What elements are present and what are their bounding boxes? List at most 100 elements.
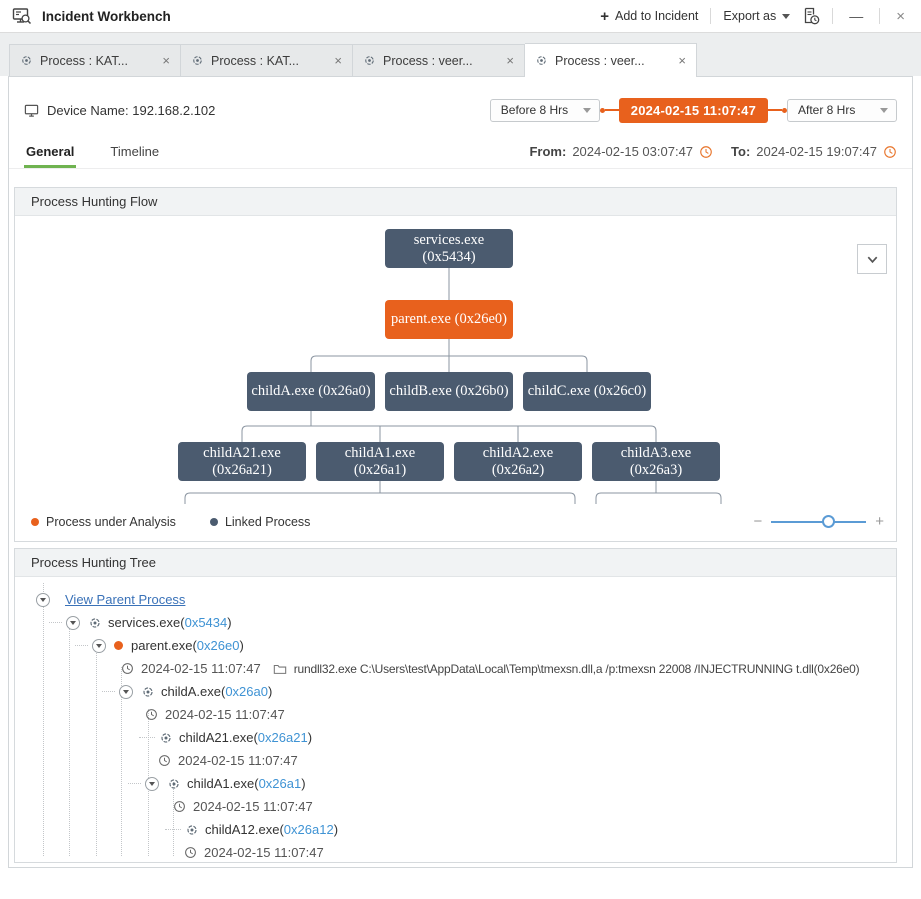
zoom-slider-handle[interactable] [821, 514, 835, 528]
orange-dot-icon [31, 517, 39, 526]
report-schedule-icon[interactable] [802, 7, 820, 25]
node-name: childB.exe (0x26b0) [389, 383, 509, 399]
branch-line [75, 645, 88, 646]
close-icon[interactable]: × [506, 53, 514, 68]
close-button[interactable]: × [896, 7, 905, 25]
zoom-slider[interactable] [771, 514, 867, 528]
process-time: 2024-02-15 11:07:47 [178, 753, 298, 768]
before-hours-dropdown[interactable]: Before 8 Hrs [489, 98, 600, 122]
tab-process-3[interactable]: Process : veer... × [353, 44, 525, 76]
flow-node-childA2[interactable]: childA2.exe (0x26a2) [454, 442, 582, 481]
tree-row-childA12[interactable]: childA12.exe(0x26a12) [165, 821, 896, 838]
legend-label: Process under Analysis [46, 514, 176, 529]
node-name: childA1.exe [344, 444, 416, 461]
tab-process-2[interactable]: Process : KAT... × [181, 44, 353, 76]
clock-icon [184, 846, 197, 859]
incident-workbench-icon [12, 6, 32, 26]
chevron-down-icon [865, 252, 880, 267]
time-connector [599, 107, 619, 113]
plus-icon: + [600, 7, 610, 25]
add-to-incident-button[interactable]: + Add to Incident [600, 9, 698, 24]
expander-icon[interactable] [145, 776, 159, 791]
flow-node-parent[interactable]: parent.exe (0x26e0) [385, 300, 513, 339]
tree-row-parent-detail: 2024-02-15 11:07:47 rundll32.exe C:\User… [121, 660, 896, 677]
process-icon [363, 54, 376, 67]
tree-row-childA1[interactable]: childA1.exe(0x26a1) [128, 775, 896, 792]
process-name: services.exe [108, 615, 181, 630]
process-icon [191, 54, 204, 67]
clock-icon [158, 754, 171, 767]
tree-row-services[interactable]: services.exe(0x5434) [49, 614, 896, 631]
tab-timeline[interactable]: Timeline [110, 144, 160, 159]
flow-node-services[interactable]: services.exe (0x5434) [385, 229, 513, 268]
before-hours-label: Before 8 Hrs [500, 103, 569, 117]
flow-connectors [184, 268, 722, 504]
minimize-button[interactable]: — [849, 8, 864, 24]
export-as-label: Export as [723, 9, 777, 23]
clock-icon [121, 662, 134, 675]
process-under-analysis-dot-icon [114, 641, 123, 650]
flow-node-childA1[interactable]: childA1.exe (0x26a1) [316, 442, 444, 481]
tab-label: Process : veer... [555, 53, 645, 68]
flow-node-childA21[interactable]: childA21.exe (0x26a21) [178, 442, 306, 481]
document-tab-strip: Process : KAT... × Process : KAT... × Pr… [0, 33, 921, 77]
add-to-incident-label: Add to Incident [615, 9, 699, 23]
to-value: 2024-02-15 19:07:47 [756, 144, 877, 159]
node-name: childA2.exe [482, 444, 554, 461]
after-hours-dropdown[interactable]: After 8 Hrs [787, 98, 897, 122]
flow-node-childA[interactable]: childA.exe (0x26a0) [247, 372, 375, 411]
tree-row-childA21-detail: 2024-02-15 11:07:47 [158, 752, 896, 769]
expander-icon[interactable] [36, 592, 50, 607]
pivot-time-box[interactable]: 2024-02-15 11:07:47 [618, 97, 768, 123]
branch-line [102, 691, 115, 692]
expander-icon[interactable] [66, 615, 80, 630]
process-pid: 0x26a21 [257, 730, 308, 745]
tree-row-childA[interactable]: childA.exe(0x26a0) [102, 683, 896, 700]
export-as-button[interactable]: Export as [723, 9, 791, 23]
collapse-flow-button[interactable] [857, 244, 887, 274]
clock-icon [173, 800, 186, 813]
tab-label: Process : KAT... [211, 53, 299, 68]
process-time: 2024-02-15 11:07:47 [193, 799, 313, 814]
tab-label: Process : veer... [383, 53, 473, 68]
tree-row-parent[interactable]: parent.exe(0x26e0) [75, 637, 896, 654]
zoom-out-button[interactable]: − [753, 513, 763, 530]
subtabs-row: General Timeline From: 2024-02-15 03:07:… [9, 127, 912, 169]
close-icon[interactable]: × [334, 53, 342, 68]
time-connector [768, 107, 787, 113]
process-name: parent.exe [131, 638, 193, 653]
expander-icon[interactable] [119, 684, 133, 699]
view-parent-process-link[interactable]: View Parent Process [65, 592, 186, 607]
divider [832, 8, 834, 24]
tab-process-1[interactable]: Process : KAT... × [9, 44, 181, 76]
after-hours-label: After 8 Hrs [798, 103, 856, 117]
flow-canvas[interactable]: services.exe (0x5434) parent.exe (0x26e0… [15, 216, 896, 541]
tree-row-view-parent: View Parent Process [36, 591, 896, 608]
flow-node-childB[interactable]: childB.exe (0x26b0) [385, 372, 513, 411]
node-pid: (0x26a2) [491, 461, 545, 478]
process-hunting-tree-panel: Process Hunting Tree View Parent Process [14, 548, 897, 863]
close-icon[interactable]: × [162, 53, 170, 68]
zoom-in-button[interactable]: + [875, 513, 884, 530]
process-icon [159, 731, 173, 745]
node-pid: (0x5434) [422, 248, 476, 265]
monitor-icon [24, 103, 39, 118]
flow-node-childA3[interactable]: childA3.exe (0x26a3) [592, 442, 720, 481]
expander-icon[interactable] [92, 638, 106, 653]
tree-row-childA12-detail: 2024-02-15 11:07:47 [184, 844, 896, 861]
device-name-label: Device Name: 192.168.2.102 [47, 102, 216, 118]
tree-guide-line [43, 583, 44, 856]
process-pid: 0x26a1 [258, 776, 302, 791]
branch-line [139, 737, 155, 738]
close-icon[interactable]: × [678, 53, 686, 68]
device-row: Device Name: 192.168.2.102 Before 8 Hrs … [9, 77, 912, 127]
tab-general[interactable]: General [24, 144, 77, 168]
tree-guide-line [173, 782, 174, 856]
process-icon [141, 685, 155, 699]
tab-process-4-active[interactable]: Process : veer... × [525, 43, 697, 77]
flow-node-childC[interactable]: childC.exe (0x26c0) [523, 372, 651, 411]
tree-row-childA21[interactable]: childA21.exe(0x26a21) [139, 729, 896, 746]
to-label: To: [731, 144, 751, 159]
device-name: Device Name: 192.168.2.102 [24, 103, 215, 118]
